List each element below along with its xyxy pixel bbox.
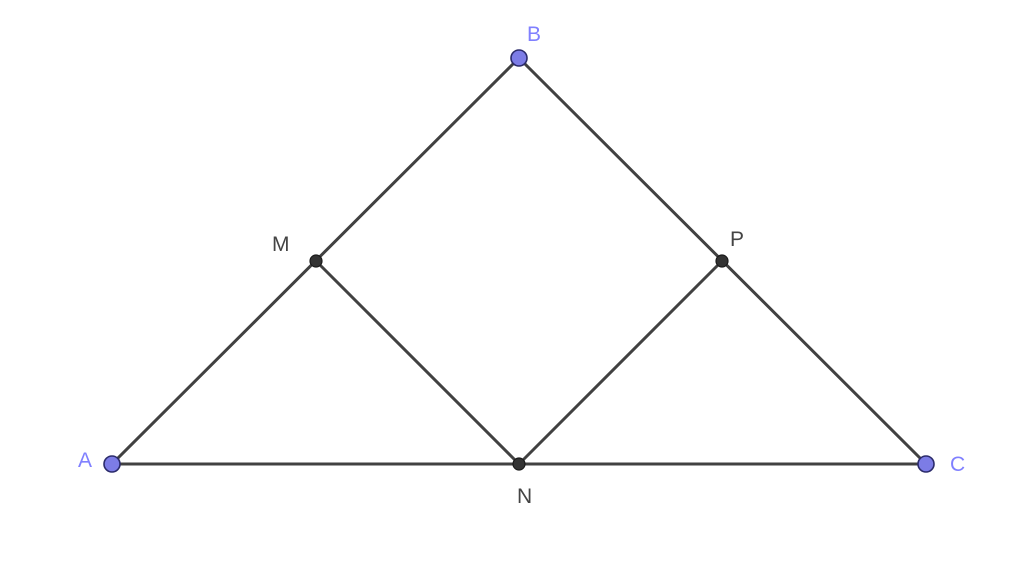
label-n: N: [517, 485, 532, 508]
label-p: P: [730, 228, 744, 251]
point-p[interactable]: [715, 254, 729, 268]
label-m: M: [272, 233, 290, 256]
segment-np[interactable]: [517, 259, 724, 466]
label-b: B: [527, 23, 541, 46]
segment-mn[interactable]: [314, 259, 521, 466]
label-c: C: [950, 453, 965, 476]
point-m[interactable]: [309, 254, 323, 268]
point-b[interactable]: [510, 49, 528, 67]
label-a: A: [78, 449, 92, 472]
point-n[interactable]: [512, 457, 526, 471]
point-c[interactable]: [917, 455, 935, 473]
point-a[interactable]: [103, 455, 121, 473]
